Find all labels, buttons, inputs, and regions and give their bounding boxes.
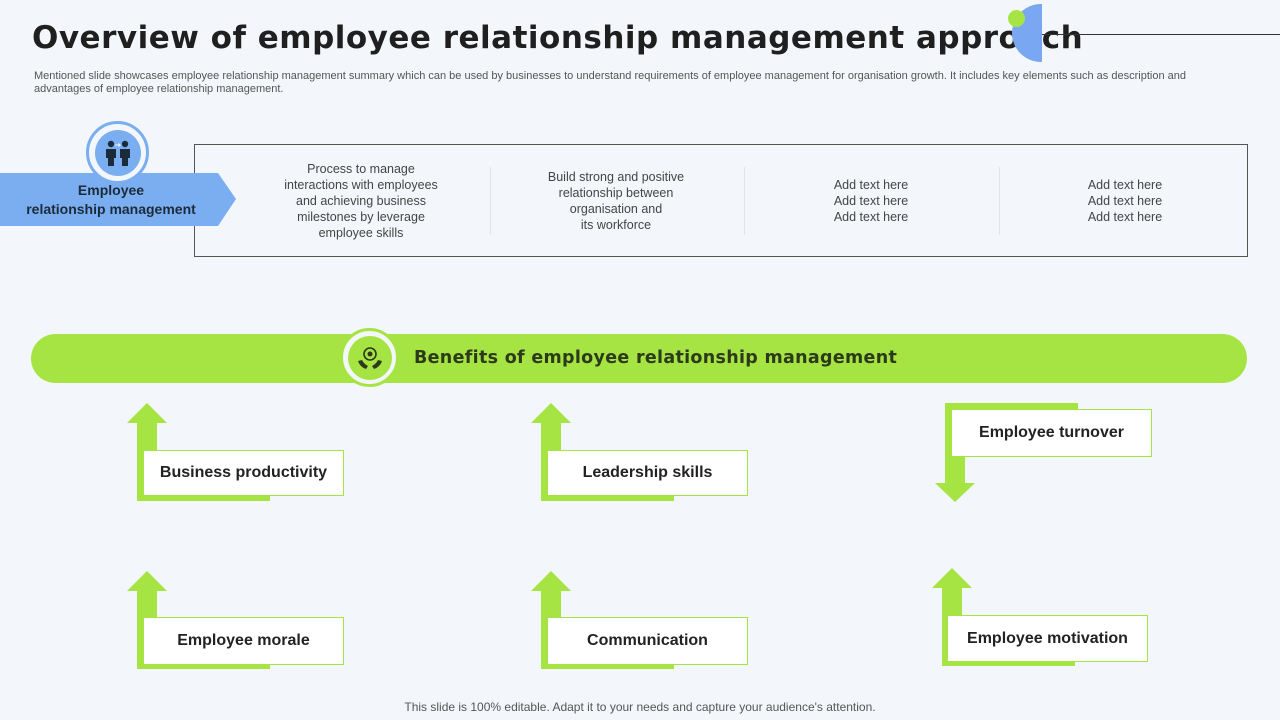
erm-icon-badge (86, 121, 149, 184)
benefit-item: Employee turnover (935, 403, 1155, 503)
hands-target-icon (357, 346, 382, 369)
benefit-label: Employee turnover (951, 409, 1152, 457)
benefits-band (31, 334, 1247, 383)
two-people-exchange-icon (105, 140, 130, 166)
erm-column-2: Build strong and positive relationship b… (547, 170, 685, 232)
benefits-icon-badge (340, 328, 399, 387)
benefit-item: Communication (531, 571, 751, 671)
column-divider (744, 167, 745, 235)
column-divider (999, 167, 1000, 235)
benefit-label: Employee motivation (947, 615, 1148, 662)
benefit-label: Business productivity (143, 450, 344, 496)
benefit-item: Employee morale (127, 571, 347, 671)
footer-note: This slide is 100% editable. Adapt it to… (404, 700, 876, 714)
benefit-item: Leadership skills (531, 403, 751, 503)
decorative-dot (1008, 10, 1025, 27)
benefit-label: Communication (547, 617, 748, 665)
erm-column-4: Add text here Add text here Add text her… (1087, 178, 1163, 224)
benefit-item: Business productivity (127, 403, 347, 503)
title-divider (1042, 34, 1280, 35)
erm-label: Employee relationship management (26, 181, 196, 217)
erm-description-box: Process to manage interactions with empl… (194, 144, 1248, 257)
benefit-label: Employee morale (143, 617, 344, 665)
benefit-label: Leadership skills (547, 450, 748, 496)
page-title: Overview of employee relationship manage… (32, 20, 1084, 56)
column-divider (490, 167, 491, 235)
benefit-item: Employee motivation (932, 568, 1152, 668)
page-subtitle: Mentioned slide showcases employee relat… (34, 70, 1186, 95)
erm-column-3: Add text here Add text here Add text her… (833, 178, 909, 224)
benefits-title: Benefits of employee relationship manage… (414, 348, 898, 368)
erm-column-1: Process to manage interactions with empl… (284, 162, 438, 240)
